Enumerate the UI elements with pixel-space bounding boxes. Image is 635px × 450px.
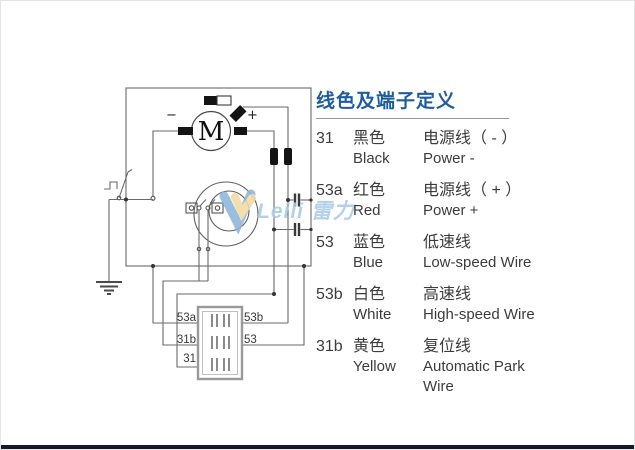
wire-def-en: Low-speed Wire [423,254,532,271]
motor-letter: M [198,117,225,147]
pin-label-31b: 31b [177,334,196,346]
legend-row-31b: 31b 黄色 Yellow 复位线 Automatic Park Wire [316,336,634,397]
wire-color-en: Yellow [353,358,396,375]
junction-dots [124,197,313,296]
wire-def-en: Power + [423,202,479,219]
legend-panel: 线色及端子定义 31 黑色 Black 电源线（ - ） Power - 53a… [316,86,634,408]
contact-housing-2 [211,202,224,214]
wire-def-cn: 复位线 [423,338,472,355]
legend-row-53b: 53b 白色 White 高速线 High-speed Wire [316,284,634,325]
watermark: Leili 雷力 [219,189,356,235]
capacitor-bottom [274,223,311,236]
switch-step [104,181,118,190]
pin-label-53: 53 [244,334,257,346]
capacitor-top [288,193,311,207]
fuse-black-segment [204,96,217,105]
choke-right [284,148,292,165]
wire-color-en: White [353,306,392,323]
pin-label-53b: 53b [244,312,263,324]
legend-title: 线色及端子定义 [316,86,509,119]
pin-label-53a: 53a [177,312,197,324]
wire-def-en: Power - [423,150,475,167]
wire-def-cn: 电源线（ + ） [423,182,522,199]
wire-color-en: Black [353,150,390,167]
connector-pins [211,314,230,371]
legend-row-53a: 53a 红色 Red 电源线（ + ） Power + [316,180,634,221]
brush-left [178,127,193,135]
wire-color-cn: 黑色 [353,130,386,147]
fuse-white-segment [216,95,232,106]
wire-color-cn: 白色 [353,286,386,303]
legend-row-53: 53 蓝色 Blue 低速线 Low-speed Wire [316,232,634,273]
wire-def-en: Automatic Park Wire [423,358,525,395]
wire-def-cn: 电源线（ - ） [423,130,518,147]
choke-left [270,148,278,165]
switch-arm [118,171,129,199]
watermark-v-yellow-icon [231,193,256,222]
wire-color-en: Red [353,202,381,219]
wire-color-en: Blue [353,254,384,271]
wire-def-cn: 低速线 [423,234,472,251]
wire-color-cn: 蓝色 [353,234,386,251]
terminal-code: 31b [316,338,343,355]
brush-diagonal [229,105,247,122]
wire-def-cn: 高速线 [423,286,472,303]
watermark-text: Leili 雷力 [257,200,356,223]
connector-block [196,305,244,381]
legend-row-31: 31 黑色 Black 电源线（ - ） Power - [316,128,634,169]
wire-color-cn: 红色 [353,182,386,199]
pin-label-31: 31 [183,353,196,365]
cam-plate-outer [193,181,259,247]
motor-minus-label: − [166,108,177,123]
ground-icon [96,281,122,295]
terminal-code: 53 [316,234,334,251]
wire-color-cn: 黄色 [353,338,386,355]
motor-plus-label: + [247,108,258,123]
brush-right [234,127,247,135]
terminal-code: 53b [316,286,343,303]
footer-bar [1,445,634,449]
terminal-code: 31 [316,130,334,147]
cam-plate-inner [208,190,250,232]
terminal-code: 53a [316,182,343,199]
wire-def-en: High-speed Wire [423,306,535,323]
